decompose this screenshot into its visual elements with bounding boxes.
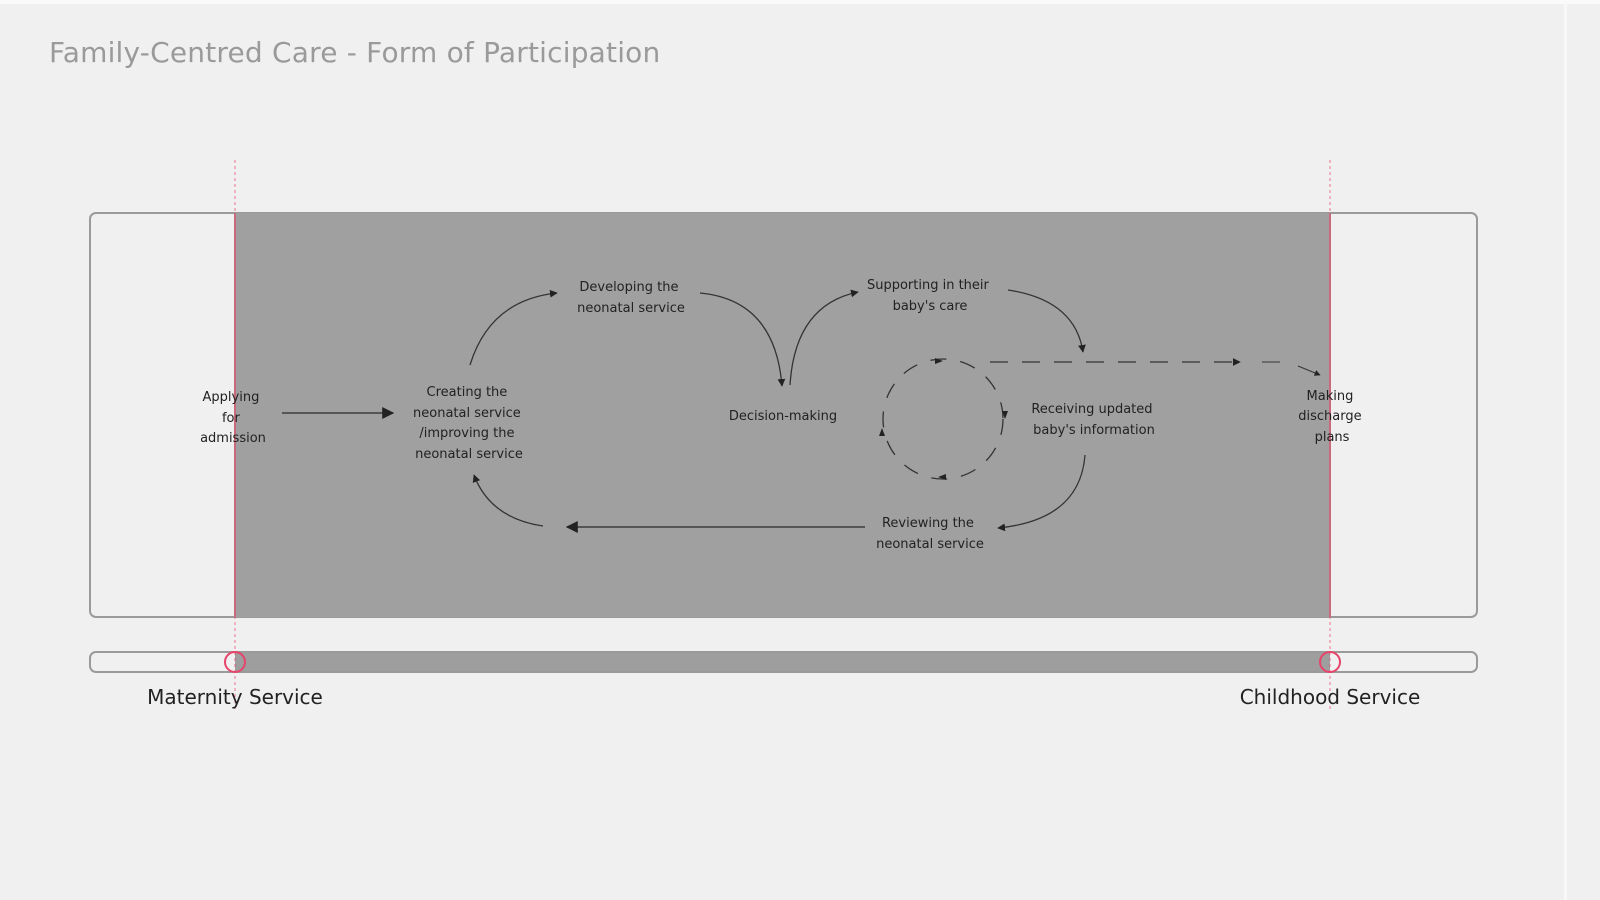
node-discharge: Making discharge plans bbox=[1298, 389, 1366, 445]
neonatal-band bbox=[235, 213, 1330, 617]
top-border bbox=[0, 0, 1600, 4]
node-decision: Decision-making bbox=[729, 409, 837, 424]
childhood-service-label: Childhood Service bbox=[1240, 685, 1421, 709]
node-reviewing: Reviewing the neonatal service bbox=[876, 516, 984, 552]
maternity-marker[interactable] bbox=[224, 651, 246, 673]
timeline-active bbox=[235, 653, 1330, 671]
node-developing: Developing the neonatal service bbox=[577, 280, 685, 316]
arrow-back-to-creating bbox=[472, 474, 544, 527]
arrow-developing-to-decision bbox=[699, 292, 786, 387]
node-receiving: Receiving updated baby's information bbox=[1031, 402, 1156, 438]
node-supporting: Supporting in their baby's care bbox=[867, 278, 993, 314]
page-title: Family-Centred Care - Form of Participat… bbox=[49, 36, 661, 69]
node-applying: Applying for admission bbox=[200, 390, 266, 446]
right-border bbox=[1564, 0, 1567, 900]
information-loop bbox=[882, 358, 1004, 480]
arrow-to-discharge-tail bbox=[1262, 361, 1320, 375]
loop-arrowheads bbox=[879, 358, 1008, 480]
arrow-supporting-to-loop bbox=[1007, 289, 1086, 353]
arrow-decision-to-supporting bbox=[789, 289, 859, 386]
childhood-marker[interactable] bbox=[1319, 651, 1341, 673]
node-creating: Creating the neonatal service /improving… bbox=[413, 385, 525, 462]
arrow-creating-to-developing bbox=[469, 289, 558, 366]
maternity-service-label: Maternity Service bbox=[147, 685, 323, 709]
arrow-receiving-to-reviewing bbox=[997, 454, 1086, 532]
